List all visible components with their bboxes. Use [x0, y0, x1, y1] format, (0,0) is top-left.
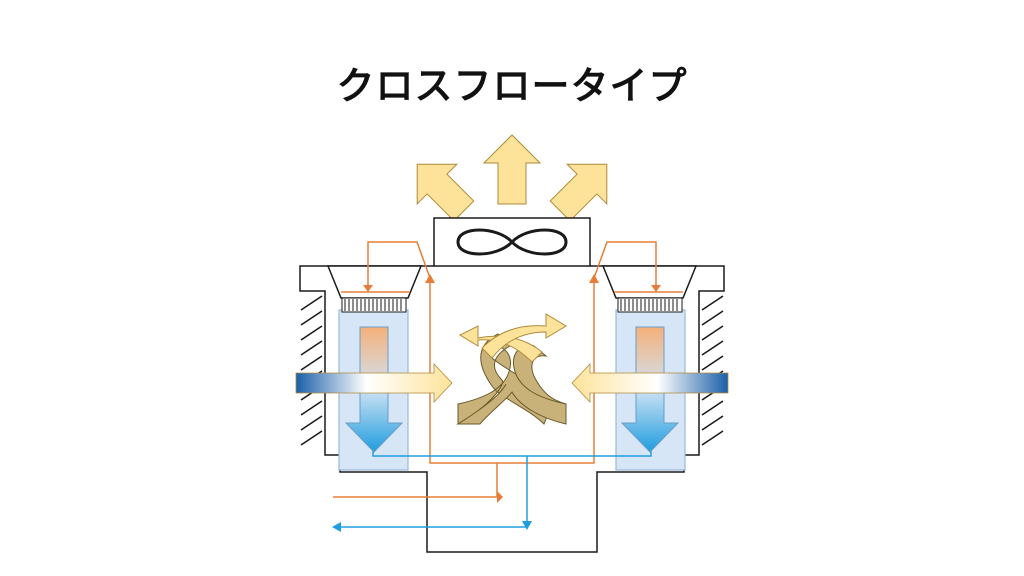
up-left-arrow-icon	[416, 163, 475, 222]
left-distribution-nozzles	[341, 297, 407, 313]
left-air-intake-arrow	[295, 362, 453, 404]
cold-water-arrowheads	[332, 521, 532, 532]
infinity-fan-icon	[456, 228, 568, 256]
hot-water-piping	[333, 241, 683, 498]
right-louvers	[701, 295, 724, 446]
page-title: クロスフロータイプ	[336, 64, 688, 108]
up-right-arrow-icon	[549, 163, 608, 222]
left-hot-water-basin	[326, 265, 423, 299]
up-arrow-icon	[482, 134, 542, 205]
left-louvers	[300, 295, 323, 446]
exhaust-arrows	[416, 134, 608, 222]
right-air-intake-arrow	[571, 362, 729, 404]
right-curl-arrow	[481, 313, 567, 359]
right-hot-water-basin	[601, 265, 698, 299]
hot-water-arrowheads	[363, 274, 661, 503]
ribbon-right-strand	[456, 344, 567, 425]
crossing-arrows-icon	[456, 313, 567, 425]
right-distribution-nozzles	[617, 297, 683, 313]
tower-outline	[299, 265, 725, 553]
